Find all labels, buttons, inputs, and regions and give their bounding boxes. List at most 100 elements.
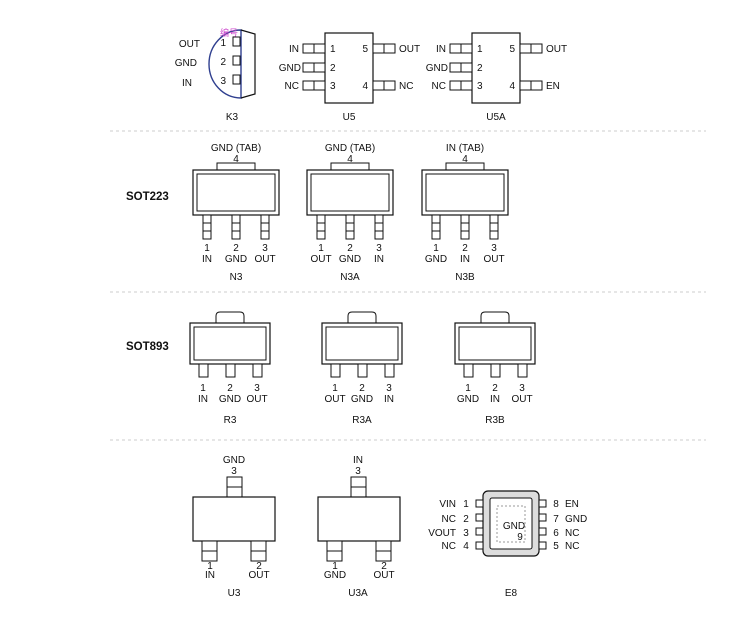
r3b-pin-1-num: 1 bbox=[465, 383, 471, 394]
u3-body bbox=[192, 496, 276, 542]
r3b-body-inner bbox=[458, 326, 532, 361]
k3-pin-3-pad bbox=[232, 74, 241, 85]
u5-pin-3-pad-a bbox=[302, 80, 315, 91]
e8-pad-num: 9 bbox=[517, 532, 523, 543]
u3a-pin-2-pad-b bbox=[375, 550, 392, 562]
u3a-top-pin-pad-b bbox=[350, 486, 367, 498]
r3b-pin-3-num: 3 bbox=[519, 383, 525, 394]
u5a-pin-3-label: NC bbox=[432, 81, 446, 92]
e8-pin-3-label: VOUT bbox=[428, 528, 456, 539]
n3a-pin-3-num: 3 bbox=[376, 243, 382, 254]
n3b-pin-3-label: OUT bbox=[483, 254, 504, 265]
n3a-tab bbox=[330, 162, 370, 171]
n3b-pin-2-num: 2 bbox=[462, 243, 468, 254]
u5a-pin-5-label: OUT bbox=[546, 44, 567, 55]
r3-pin-3-num: 3 bbox=[254, 383, 260, 394]
k3-pin-2-pad bbox=[232, 55, 241, 66]
n3b-pin-1-label: GND bbox=[425, 254, 447, 265]
u5a-pin-4-num: 4 bbox=[509, 81, 515, 92]
u5-pin-2-pad-b bbox=[313, 62, 326, 73]
u5a-pin-1-num: 1 bbox=[477, 44, 483, 55]
u5-pin-4-pad-b bbox=[383, 80, 396, 91]
u5a-pin-5-pad-a bbox=[519, 43, 532, 54]
r3-pin-1-num: 1 bbox=[200, 383, 206, 394]
u5a-caption: U5A bbox=[486, 112, 506, 123]
k3-pin-2-num: 2 bbox=[220, 57, 226, 68]
u5-pin-1-num: 1 bbox=[330, 44, 336, 55]
u3a-top-pin-label: IN bbox=[353, 455, 363, 466]
package-u5: IN GND NC 1 2 3 5 4 OUT NC U5 bbox=[279, 32, 420, 123]
e8-caption: E8 bbox=[505, 588, 518, 599]
r3b-caption: R3B bbox=[485, 415, 505, 426]
e8-exposed-pad bbox=[496, 505, 526, 543]
u5a-pin-4-pad-b bbox=[530, 80, 543, 91]
r3-pins bbox=[198, 363, 263, 378]
u3a-top-pin-num: 3 bbox=[355, 466, 361, 477]
n3-pins bbox=[202, 214, 270, 240]
r3-body bbox=[189, 322, 271, 365]
n3a-body-inner bbox=[310, 173, 390, 212]
u5-pin-3-label: NC bbox=[285, 81, 299, 92]
n3b-pin-3-num: 3 bbox=[491, 243, 497, 254]
n3b-tab-label: IN (TAB) bbox=[446, 143, 484, 154]
k3-caption: K3 bbox=[226, 112, 239, 123]
r3-tab bbox=[215, 311, 245, 323]
u5-caption: U5 bbox=[343, 112, 356, 123]
u5a-pin-1-pad-a bbox=[449, 43, 462, 54]
r3b-body bbox=[454, 322, 536, 365]
n3a-tab-num: 4 bbox=[347, 154, 353, 165]
u3-pin-2-pad-b bbox=[250, 550, 267, 562]
u3a-top-pin-pad-a bbox=[350, 476, 367, 488]
e8-right-pins bbox=[538, 499, 547, 550]
n3b-caption: N3B bbox=[455, 272, 475, 283]
n3b-tab bbox=[445, 162, 485, 171]
u5-pin-1-pad-b bbox=[313, 43, 326, 54]
sot893-section-label: SOT893 bbox=[126, 341, 169, 353]
package-n3: GND (TAB) 4 1 2 3 IN GND OUT N3 bbox=[192, 143, 280, 283]
k3-watermark: 编号 bbox=[220, 27, 238, 38]
u5a-pin-1-label: IN bbox=[436, 44, 446, 55]
u5a-pin-3-pad-a bbox=[449, 80, 462, 91]
u3a-body bbox=[317, 496, 401, 542]
n3-pin-2-label: GND bbox=[225, 254, 247, 265]
r3-pin-2-label: GND bbox=[219, 394, 241, 405]
e8-pin-5-num: 5 bbox=[553, 541, 559, 552]
n3a-pins bbox=[316, 214, 384, 240]
u5a-pin-1-pad-b bbox=[460, 43, 473, 54]
r3-caption: R3 bbox=[224, 415, 237, 426]
u5a-pin-5-num: 5 bbox=[509, 44, 515, 55]
n3a-body bbox=[306, 169, 394, 216]
n3-body bbox=[192, 169, 280, 216]
n3a-pin-1-num: 1 bbox=[318, 243, 324, 254]
e8-pin-3-num: 3 bbox=[463, 528, 469, 539]
r3b-pin-1-label: GND bbox=[457, 394, 479, 405]
k3-pin-1-pad bbox=[232, 36, 241, 47]
u5-pin-5-label: OUT bbox=[399, 44, 420, 55]
u5a-pin-4-label: EN bbox=[546, 81, 560, 92]
u5-pin-4-pad-a bbox=[372, 80, 385, 91]
package-r3b: 1 2 3 GND IN OUT R3B bbox=[454, 311, 536, 426]
n3a-tab-label: GND (TAB) bbox=[325, 143, 375, 154]
u5a-pin-5-pad-b bbox=[530, 43, 543, 54]
e8-pin-6-num: 6 bbox=[553, 528, 559, 539]
u5-pin-1-pad-a bbox=[302, 43, 315, 54]
e8-pin-1-label: VIN bbox=[439, 499, 456, 510]
n3b-body bbox=[421, 169, 509, 216]
u3a-pin-1-pad-b bbox=[326, 550, 343, 562]
u5-pin-2-num: 2 bbox=[330, 63, 336, 74]
r3a-pin-1-num: 1 bbox=[332, 383, 338, 394]
package-u3a: IN 3 1 2 GND OUT U3A bbox=[317, 455, 401, 599]
r3-body-inner bbox=[193, 326, 267, 361]
package-u5a: IN GND NC 1 2 3 5 4 OUT EN U5A bbox=[426, 32, 567, 123]
package-r3a: 1 2 3 OUT GND IN R3A bbox=[321, 311, 403, 426]
u5a-pin-2-label: GND bbox=[426, 63, 448, 74]
n3-pin-1-num: 1 bbox=[204, 243, 210, 254]
u5-pin-1-label: IN bbox=[289, 44, 299, 55]
e8-pin-7-num: 7 bbox=[553, 514, 559, 525]
u5-pin-5-pad-a bbox=[372, 43, 385, 54]
u3-pin-1-pad-b bbox=[201, 550, 218, 562]
n3-tab bbox=[216, 162, 256, 171]
n3-caption: N3 bbox=[230, 272, 243, 283]
package-n3b: IN (TAB) 4 1 2 3 GND IN OUT N3B bbox=[421, 143, 509, 283]
k3-pin-2-label: GND bbox=[175, 58, 197, 69]
